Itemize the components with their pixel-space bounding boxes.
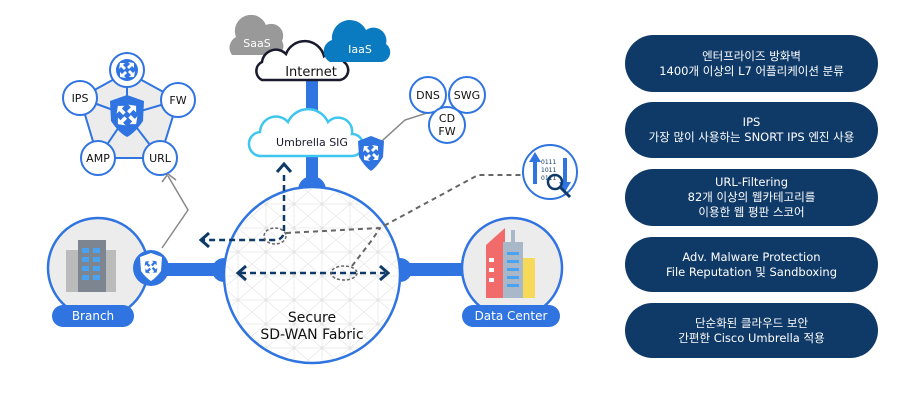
svg-text:Internet: Internet <box>285 65 337 80</box>
svg-text:IPS: IPS <box>72 92 89 105</box>
svg-text:AMP: AMP <box>86 152 110 165</box>
svg-text:1011: 1011 <box>541 167 556 174</box>
magnifier-icon <box>546 173 564 191</box>
svg-text:Umbrella SIG: Umbrella SIG <box>276 136 348 149</box>
svg-text:FW: FW <box>169 94 186 107</box>
svg-text:Data Center: Data Center <box>475 309 548 323</box>
branch-node: Branch <box>46 216 169 327</box>
branch-label-pill <box>52 305 134 327</box>
saas-cloud: SaaS <box>229 14 284 56</box>
packet-inspection-icon: 0111 1011 0111 <box>522 144 578 200</box>
cdfw-label-1: CD <box>439 112 455 125</box>
iaas-cloud: IaaS <box>323 20 391 62</box>
swg-label: SWG <box>454 89 480 102</box>
sdwan-fabric-globe: Secure SD-WAN Fabric <box>212 176 412 365</box>
svg-text:URL: URL <box>149 152 172 165</box>
center-shield-icon <box>110 95 144 137</box>
svg-text:SaaS: SaaS <box>243 37 270 50</box>
umbrella-sig-cloud: Umbrella SIG <box>247 107 365 158</box>
cdfw-label-2: FW <box>438 125 455 138</box>
router-icon <box>116 59 138 81</box>
sdwan-diagram: SaaS Internet IaaS Umbrella SIG DNS SWG … <box>46 14 578 365</box>
datacenter-node: Data Center <box>460 216 564 327</box>
datacenter-label-pill <box>462 305 560 327</box>
traffic-paths <box>202 175 385 275</box>
inspection-link <box>285 174 522 267</box>
arrowheads <box>198 161 391 282</box>
fabric-label-1: Secure <box>288 310 336 326</box>
umbrella-shield-icon <box>358 136 384 171</box>
security-function-circles: DNS SWG CD FW <box>409 76 486 144</box>
branch-shield-icon <box>140 253 162 281</box>
svg-text:0111: 0111 <box>541 159 556 166</box>
internet-cloud: Internet <box>255 39 350 82</box>
svg-text:IaaS: IaaS <box>348 43 372 56</box>
security-pentagon: IPS FW AMP URL <box>62 52 196 176</box>
dns-label: DNS <box>416 89 440 102</box>
fabric-label-2: SD-WAN Fabric <box>260 327 363 343</box>
svg-text:Branch: Branch <box>72 309 114 323</box>
